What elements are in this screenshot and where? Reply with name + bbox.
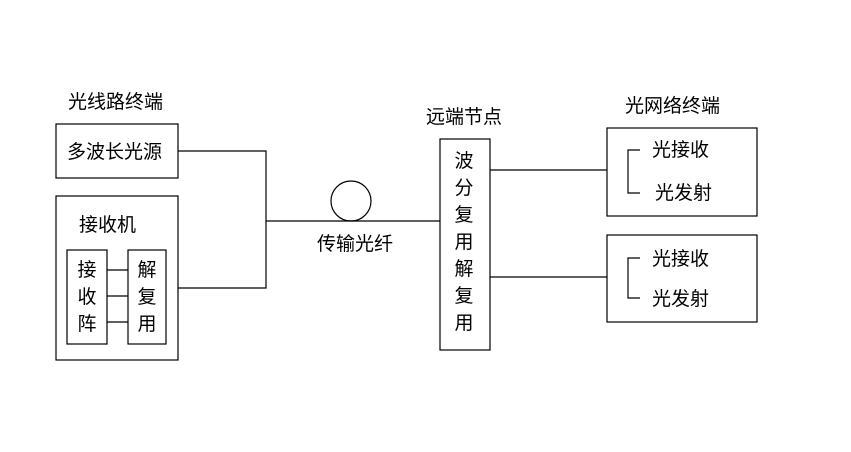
demux-label: 解复用 — [137, 259, 157, 335]
receiver-label: 接收机 — [79, 214, 137, 236]
receive-array-label: 接收阵 — [77, 259, 97, 335]
onu-box-1 — [606, 127, 758, 217]
onu-1-rx-label: 光接收 — [652, 139, 710, 161]
demux-box — [127, 249, 167, 345]
onu-box-2 — [606, 234, 758, 323]
onu-label: 光网络终端 — [625, 95, 721, 117]
source-link — [178, 150, 267, 289]
onu-2-tx-label: 光发射 — [652, 288, 710, 310]
olt-label: 光线路终端 — [68, 91, 164, 113]
multi-wavelength-source-label: 多波长光源 — [67, 141, 163, 163]
onu-2-rx-label: 光接收 — [652, 248, 710, 270]
wdm-label: 波分复用解复用 — [454, 150, 474, 334]
onu-1-tx-label: 光发射 — [655, 182, 713, 204]
remote-node-box — [439, 138, 491, 351]
remote-node-label: 远端节点 — [426, 106, 503, 128]
fiber-label: 传输光纤 — [317, 233, 394, 255]
fiber-coil — [330, 180, 372, 222]
receiver-box — [55, 195, 179, 361]
array-box — [66, 249, 108, 345]
